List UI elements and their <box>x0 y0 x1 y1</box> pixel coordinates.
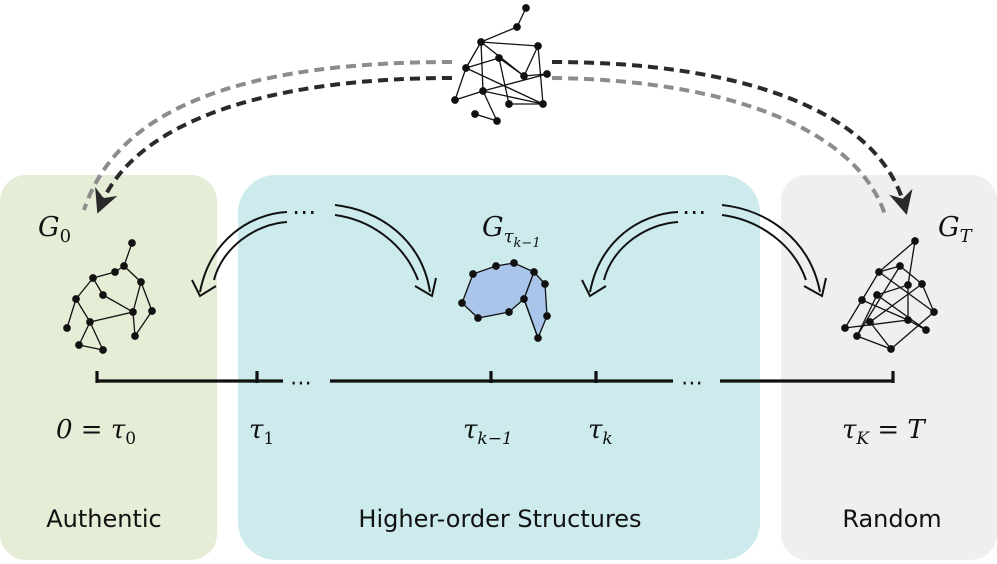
dashed-arc-right-light <box>551 76 888 219</box>
top-graph <box>451 4 551 125</box>
label-random: Random <box>842 505 941 533</box>
region-authentic-bg <box>0 175 217 560</box>
timeline <box>95 371 895 383</box>
authentic-graph <box>63 239 156 354</box>
label-tau1: τ1 <box>249 415 274 449</box>
arrow-mid-inner <box>334 214 419 281</box>
region-higher-order-bg <box>238 175 760 560</box>
label-gt: GT <box>938 212 974 247</box>
higher-order-graph <box>458 259 551 342</box>
arrow-far-outer <box>721 204 821 293</box>
dashed-arc-left-dark <box>95 76 453 214</box>
arrow-mid-outer <box>334 204 431 293</box>
region-random-bg <box>781 175 997 560</box>
random-graph <box>841 237 938 353</box>
dashed-arc-left-light <box>82 60 453 211</box>
label-g-tau-k-minus-1: Gτk−1 <box>482 212 541 251</box>
arrow-far-inner <box>721 214 807 281</box>
dashed-arc-right-dark <box>551 60 913 215</box>
curved-arrows <box>191 204 827 298</box>
arrow-left-inner <box>213 221 288 281</box>
dashed-arcs <box>82 60 913 219</box>
arrow-left-outer <box>199 211 288 293</box>
label-authentic: Authentic <box>46 505 162 533</box>
timeline-ellipsis-right: ⋯ <box>681 371 703 396</box>
label-g0: G0 <box>38 212 71 247</box>
timeline-ellipsis-left: ⋯ <box>290 371 312 396</box>
label-tau0: 0 = τ0 <box>56 415 136 449</box>
arrow-ellipsis-left: ⋯ <box>292 198 316 226</box>
arrow-right-inner <box>603 221 679 281</box>
label-tau-k: τk <box>588 415 613 449</box>
label-tau-K: τK = T <box>842 415 926 449</box>
arrow-ellipsis-right: ⋯ <box>682 198 706 226</box>
label-tau-k-minus-1: τk−1 <box>463 415 513 449</box>
arrow-right-outer <box>589 211 679 293</box>
label-higher-order: Higher-order Structures <box>358 505 641 533</box>
